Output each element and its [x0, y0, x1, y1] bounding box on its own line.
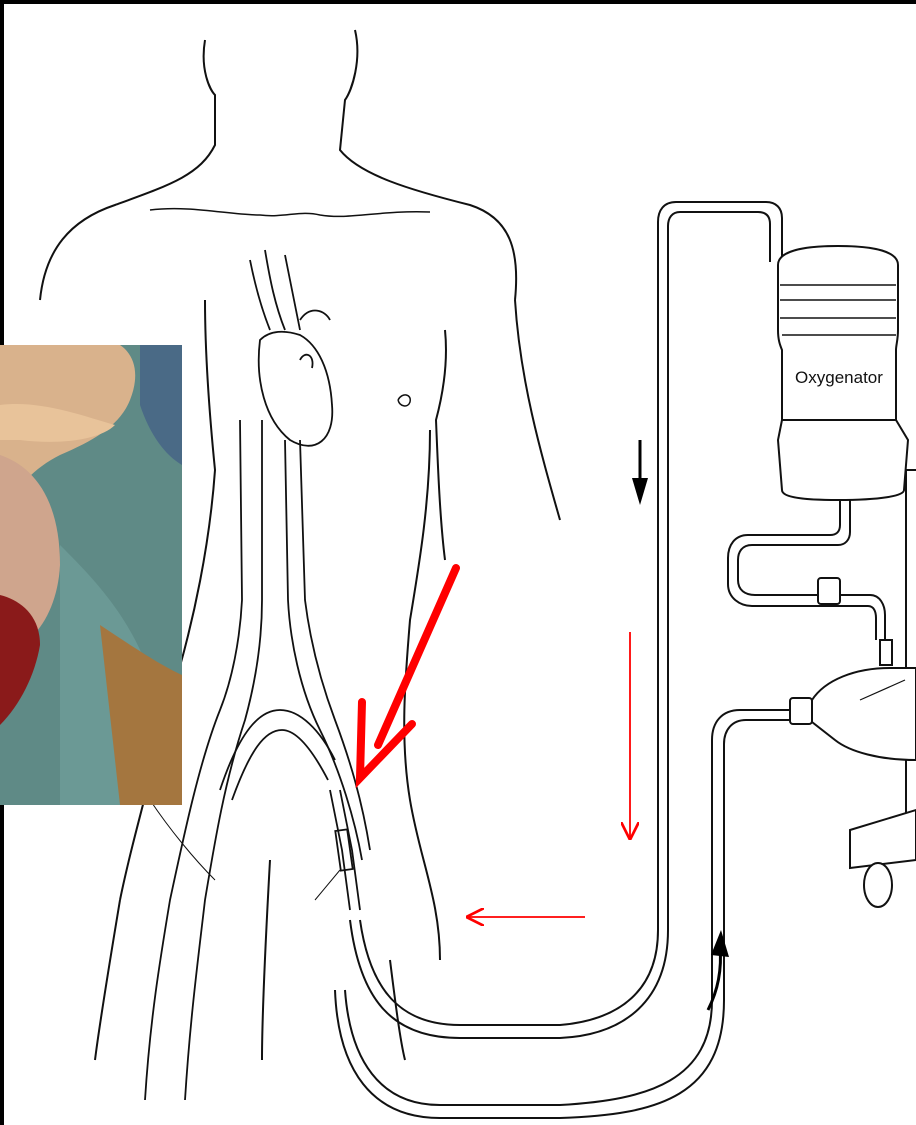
vessel-right-outer: [300, 440, 370, 850]
vessel-left-inner: [185, 420, 262, 1100]
bold-red-arrow-shaft: [378, 568, 456, 745]
left-neck-shoulder-line: [40, 40, 215, 300]
femoral-cannula: [330, 790, 360, 910]
atrium-detail: [300, 355, 313, 368]
pump-inlet: [880, 640, 892, 665]
carotid-right: [285, 255, 300, 330]
torso-right-side: [404, 430, 440, 960]
black-up-curved-arrow-head: [711, 930, 729, 957]
right-arm-inner: [436, 330, 446, 560]
right-neck-shoulder-line: [340, 30, 516, 300]
black-down-arrow-head: [632, 478, 648, 505]
heart-and-great-vessels: [250, 250, 332, 446]
nipple-mark: [398, 395, 410, 406]
oxygenator-pump-link-outer: [738, 500, 885, 640]
return-line-inner: [350, 212, 770, 1038]
drainage-line-inner: [335, 720, 790, 1118]
oxygenator-label: Oxygenator: [776, 368, 902, 388]
bifurcation-outer: [220, 710, 335, 790]
console-base: [850, 810, 916, 868]
aortic-arch: [300, 311, 330, 320]
right-arm-outer: [515, 300, 560, 520]
clavicle-line: [150, 209, 430, 217]
left-leg-inner: [262, 860, 270, 1060]
console-wheel: [864, 863, 892, 907]
tube-connector: [818, 578, 840, 604]
left-leg-outer: [95, 900, 120, 1060]
detail-lines: [150, 800, 340, 900]
oxygenator-pump-link-inner: [728, 500, 876, 640]
carotid-mid: [265, 250, 285, 330]
inset-clinical-photo: [0, 345, 182, 805]
bifurcation-inner: [232, 730, 328, 800]
clinical-photo-image: [0, 345, 182, 805]
cannula-body-inner: [330, 790, 350, 910]
heart-outline: [259, 332, 333, 446]
return-line-outer: [360, 202, 782, 1025]
vessel-right-inner: [285, 440, 362, 860]
pump-outlet-connector: [790, 698, 812, 724]
groin-detail-line: [315, 870, 340, 900]
carotid-left: [250, 260, 270, 330]
flow-arrows-red: [468, 632, 630, 917]
bold-red-insertion-arrow: [360, 568, 456, 778]
